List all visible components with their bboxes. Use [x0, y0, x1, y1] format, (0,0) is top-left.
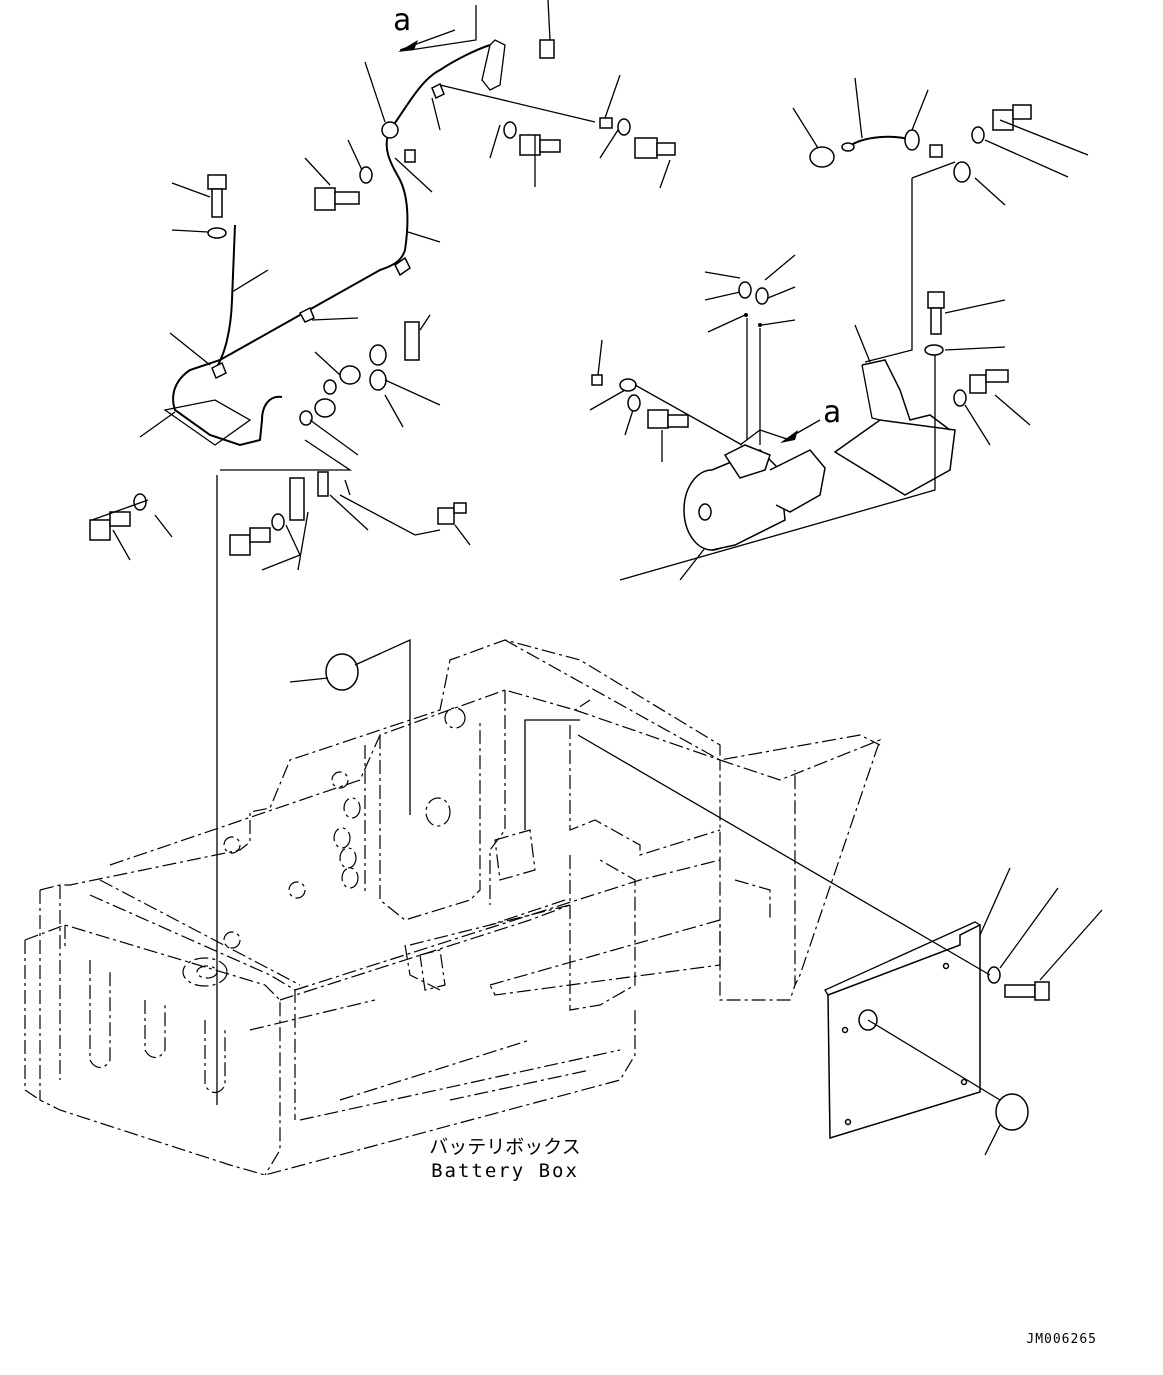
caption-english: Battery Box — [431, 1160, 579, 1182]
wiring-harness-left — [163, 39, 506, 447]
battery-box-frame — [24, 639, 881, 1176]
view-marker-label: a — [393, 3, 411, 38]
cover-plate — [577, 734, 1103, 1156]
frame-cap — [289, 638, 580, 830]
motor-assembly — [683, 359, 956, 551]
leader-lines-left — [91, 0, 671, 1105]
leader-lines-right — [589, 77, 1089, 581]
drawing-id: JM006265 — [1026, 1332, 1097, 1347]
caption-japanese: バッテリボックス — [429, 1136, 580, 1158]
hardware-right — [591, 104, 1032, 429]
hardware-left — [89, 39, 676, 556]
caption-group: バッテリボックス Battery Box JM006265 — [429, 1136, 1097, 1347]
view-marker-right: a — [780, 395, 841, 443]
view-marker-label-right: a — [823, 395, 841, 430]
view-marker-top: a — [393, 3, 456, 52]
